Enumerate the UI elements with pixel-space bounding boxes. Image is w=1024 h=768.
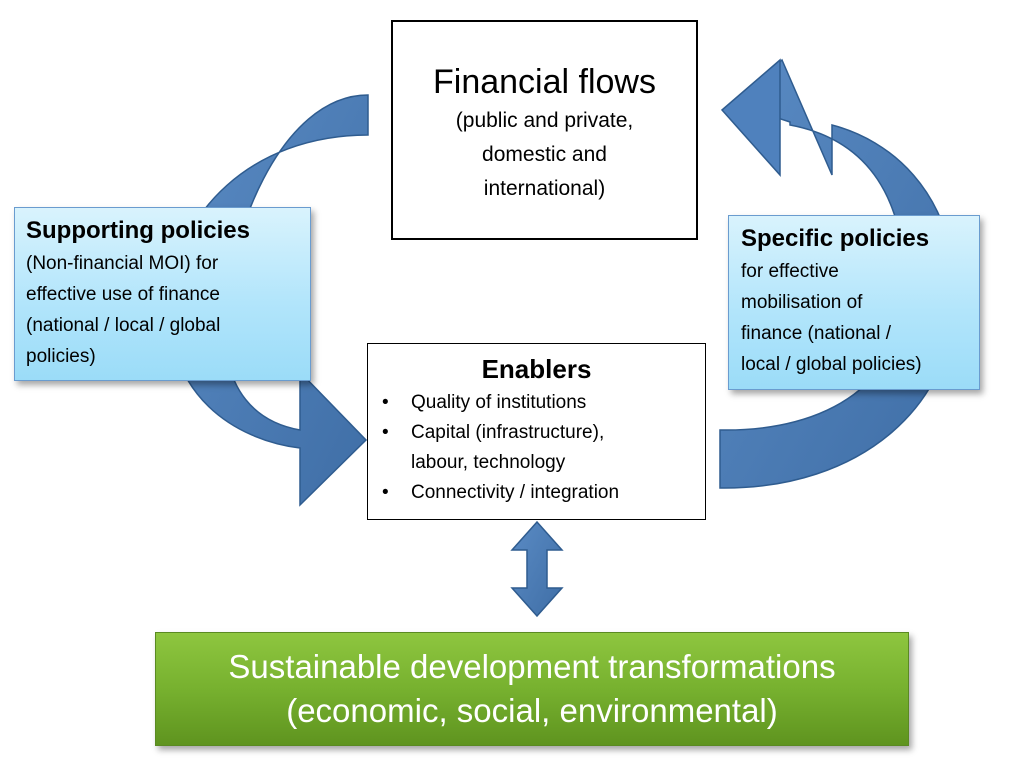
- right-cycle-arrowhead: [720, 58, 781, 177]
- double-arrow: [510, 520, 564, 618]
- supporting-policies-title: Supporting policies: [26, 217, 251, 244]
- outcome-line: (economic, social, environmental): [286, 692, 778, 729]
- supporting-policies-box: Supporting policies (Non-financial MOI) …: [14, 207, 311, 381]
- supporting-policies-line: effective use of finance: [26, 284, 220, 305]
- enablers-title: Enablers: [481, 354, 592, 384]
- specific-policies-line: finance (national /: [741, 323, 891, 344]
- enablers-item: Quality of institutions: [378, 388, 695, 418]
- enablers-item: Capital (infrastructure), labour, techno…: [378, 418, 695, 478]
- specific-policies-line: for effective: [741, 261, 839, 282]
- enablers-box: Enablers Quality of institutions Capital…: [367, 343, 706, 520]
- supporting-policies-line: (national / local / global: [26, 315, 221, 336]
- financial-flows-box: Financial flows (public and private, dom…: [391, 20, 698, 240]
- specific-policies-title: Specific policies: [741, 225, 930, 252]
- financial-flows-title: Financial flows: [433, 63, 656, 101]
- financial-flows-subtitle-line: domestic and: [482, 143, 607, 166]
- financial-flows-subtitle-line: (public and private,: [455, 109, 634, 132]
- outcome-line: Sustainable development transformations: [228, 648, 836, 685]
- enablers-item: Connectivity / integration: [378, 478, 695, 508]
- supporting-policies-line: (Non-financial MOI) for: [26, 253, 219, 274]
- supporting-policies-line: policies): [26, 346, 96, 367]
- specific-policies-line: local / global policies): [741, 354, 922, 375]
- specific-policies-line: mobilisation of: [741, 292, 863, 313]
- outcome-box: Sustainable development transformations …: [155, 632, 909, 746]
- financial-flows-subtitle: (public and private, domestic and intern…: [393, 104, 696, 206]
- specific-policies-box: Specific policies for effective mobilisa…: [728, 215, 980, 390]
- financial-flows-subtitle-line: international): [483, 177, 606, 200]
- enablers-list: Quality of institutions Capital (infrast…: [378, 388, 695, 508]
